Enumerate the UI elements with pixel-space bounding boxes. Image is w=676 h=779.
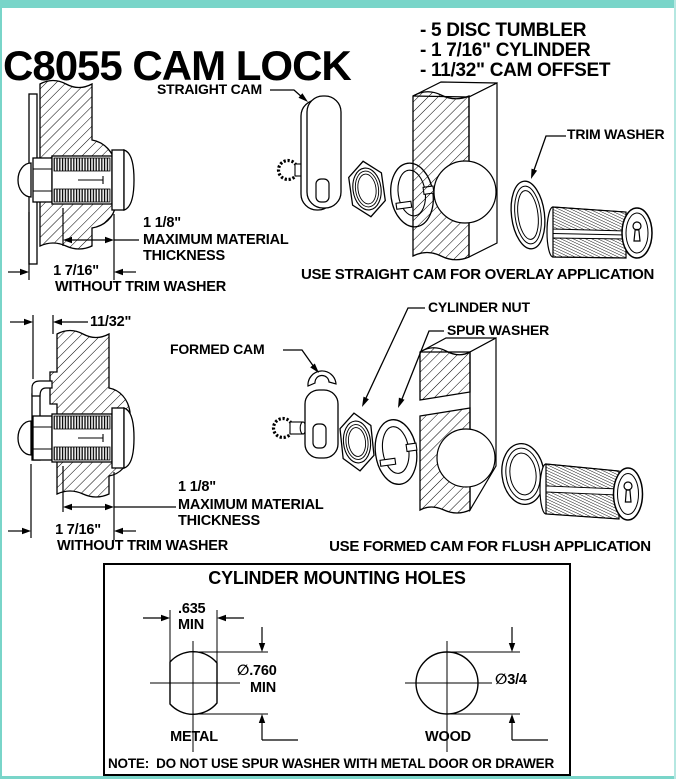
- trim-washer-label: TRIM WASHER: [567, 126, 665, 142]
- flush-thickness-value: 1 1/8": [178, 479, 216, 495]
- overlay-panel-block-drawing: [412, 81, 498, 261]
- metal-label: METAL: [170, 729, 218, 745]
- metal-width-qualifier: MIN: [178, 617, 204, 633]
- flush-caption: USE FORMED CAM FOR FLUSH APPLICATION: [329, 538, 651, 555]
- overlay-thickness-value: 1 1/8": [143, 215, 181, 231]
- spur-washer-drawing: [374, 419, 418, 485]
- cylinder-nut-drawing: [348, 160, 386, 218]
- border-top: [0, 0, 676, 8]
- flush-length-caption: WITHOUT TRIM WASHER: [57, 538, 228, 554]
- feature-disc-tumbler: - 5 DISC TUMBLER: [420, 20, 587, 41]
- mounting-box-note: NOTE: DO NOT USE SPUR WASHER WITH METAL …: [108, 756, 555, 771]
- metal-diameter-qualifier: MIN: [250, 680, 276, 696]
- mounting-box-title: CYLINDER MOUNTING HOLES: [208, 568, 466, 588]
- overlay-length-caption: WITHOUT TRIM WASHER: [55, 279, 226, 295]
- flush-cross-section-drawing: [17, 329, 135, 498]
- cylinder-nut-drawing: [339, 412, 375, 472]
- trim-washer-drawing: [501, 442, 545, 506]
- straight-cam-drawing: [300, 95, 342, 211]
- cylinder-barrel-drawing: [546, 206, 653, 259]
- metal-hole-drawing: [143, 610, 298, 752]
- overlay-dimensions: [8, 208, 139, 280]
- border-bottom: [0, 776, 676, 779]
- overlay-thickness-caption: MAXIMUM MATERIAL THICKNESS: [143, 232, 289, 265]
- page-title: C8055 CAM LOCK: [3, 42, 352, 89]
- wood-label: WOOD: [425, 729, 471, 745]
- flush-offset-value: 11/32": [90, 314, 132, 330]
- overlay-length-value: 1 7/16": [53, 263, 99, 279]
- feature-cam-offset: - 11/32" CAM OFFSET: [420, 60, 611, 81]
- wood-diameter-value: ∅3/4: [495, 672, 527, 688]
- flush-length-value: 1 7/16": [55, 522, 101, 538]
- flush-panel-block-drawing: [419, 336, 497, 514]
- straight-cam-label: STRAIGHT CAM: [157, 81, 262, 97]
- flush-exploded-drawing: [271, 336, 644, 521]
- cylinder-barrel-drawing: [539, 463, 644, 521]
- overlay-leaders: [270, 89, 566, 179]
- trim-washer-drawing: [510, 180, 546, 250]
- overlay-cross-section-drawing: [17, 79, 135, 265]
- wood-hole-drawing: [405, 627, 548, 752]
- spur-washer-label: SPUR WASHER: [447, 322, 550, 338]
- cylinder-nut-label: CYLINDER NUT: [428, 299, 530, 315]
- formed-cam-label: FORMED CAM: [170, 341, 265, 357]
- border-right: [674, 0, 676, 779]
- metal-width-value: .635: [178, 601, 206, 617]
- flush-thickness-caption: MAXIMUM MATERIAL THICKNESS: [178, 497, 324, 530]
- overlay-exploded-drawing: [276, 81, 653, 261]
- border-left: [0, 0, 2, 779]
- formed-cam-drawing: [304, 370, 339, 459]
- feature-cylinder: - 1 7/16" CYLINDER: [420, 40, 591, 61]
- mounting-holes-drawing: [103, 563, 571, 776]
- flush-dimensions: [8, 315, 176, 540]
- metal-diameter-value: ∅.760: [237, 663, 277, 679]
- flush-leaders: [283, 307, 444, 408]
- overlay-caption: USE STRAIGHT CAM FOR OVERLAY APPLICATION: [300, 266, 655, 283]
